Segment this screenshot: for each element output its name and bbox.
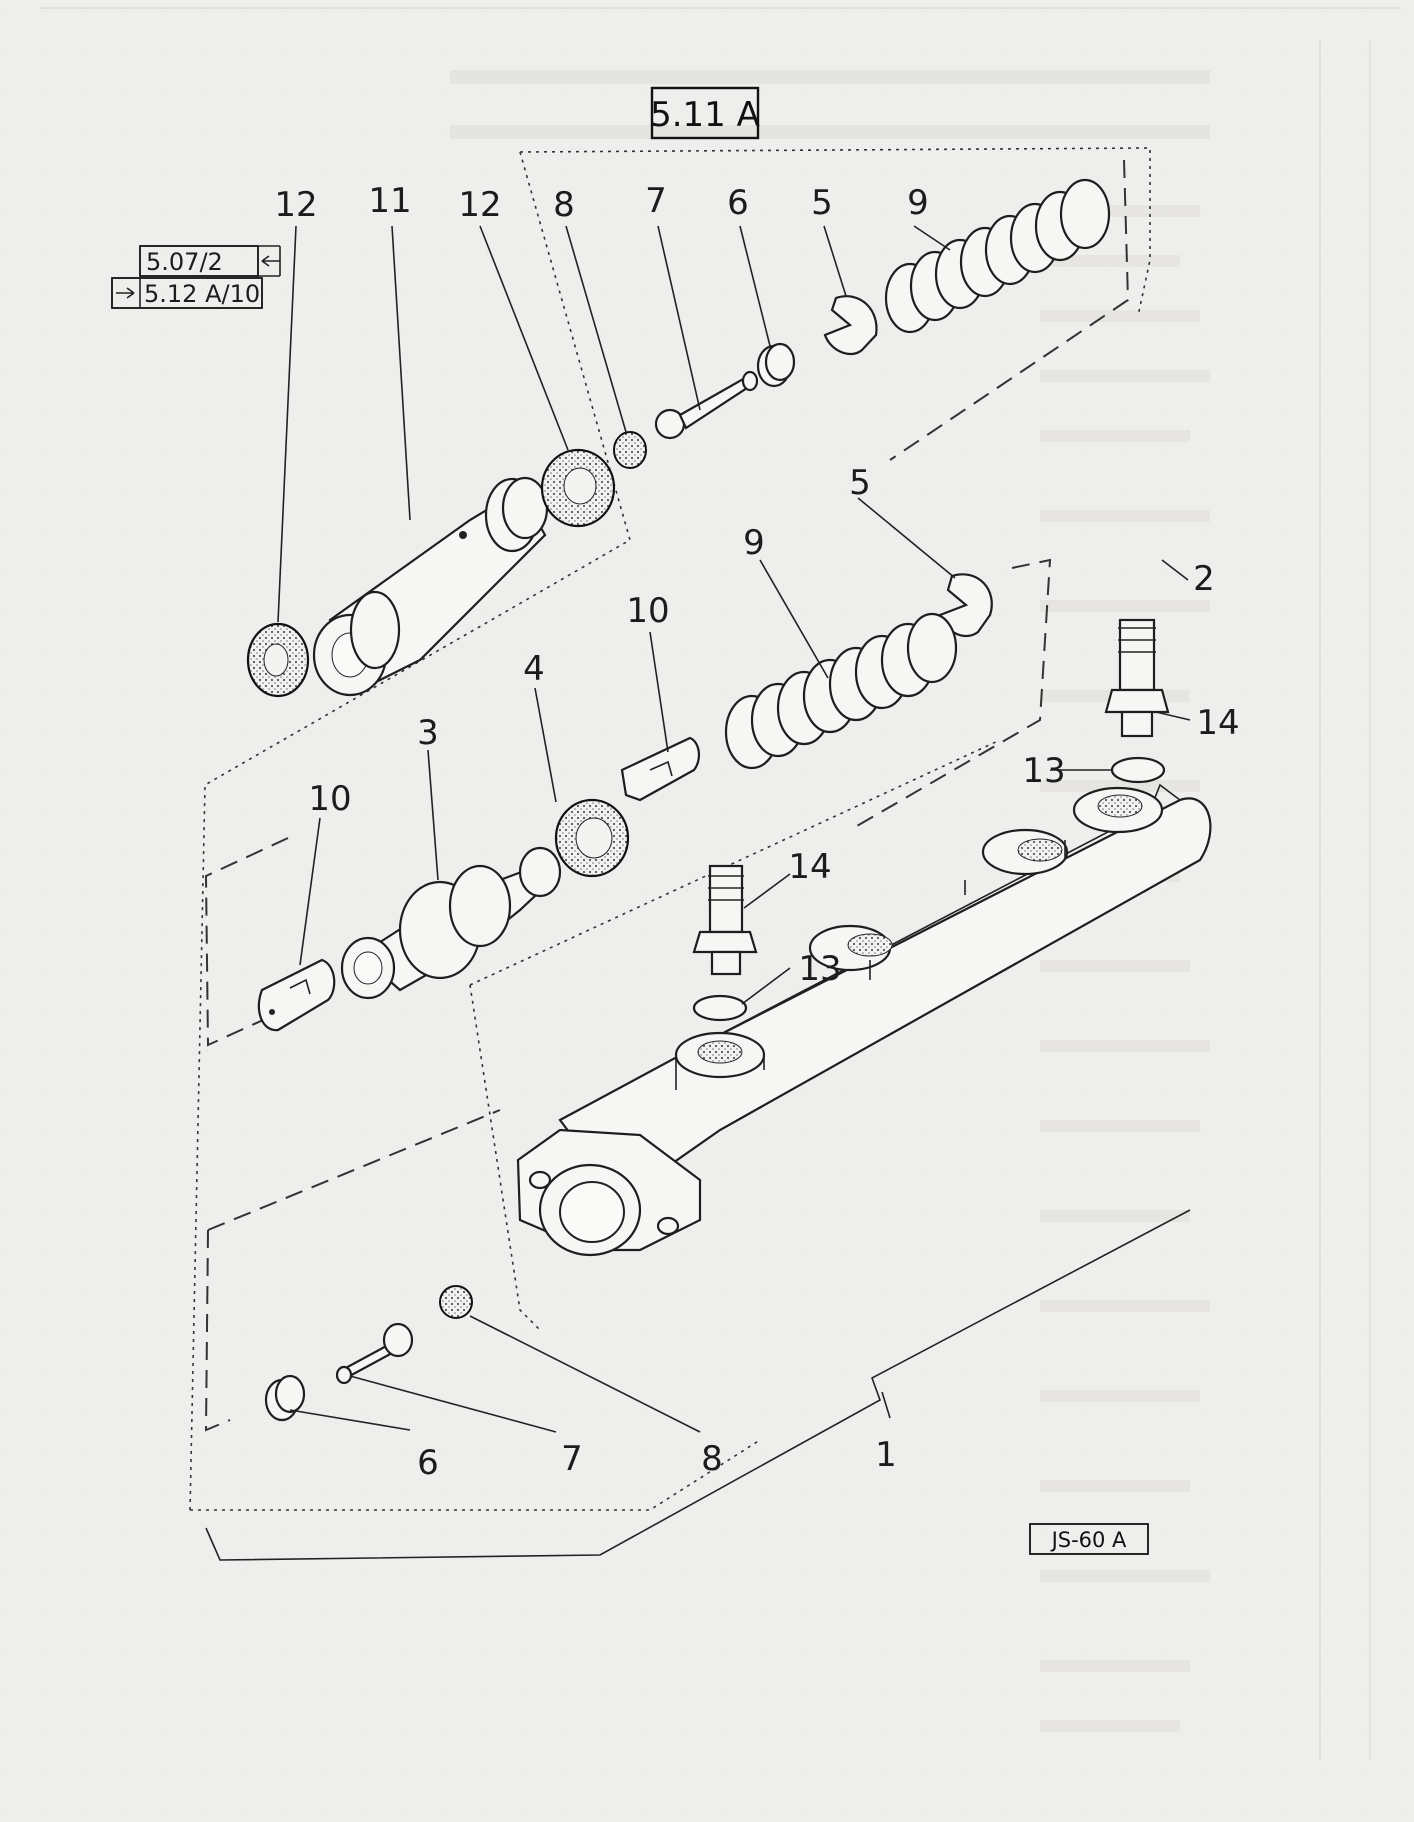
callout-10-lower: 10	[308, 779, 351, 819]
callout-1: 1	[875, 1435, 897, 1475]
part-12-seal-right	[540, 448, 616, 528]
drawing-code-text: JS-60 A	[1050, 1528, 1127, 1552]
cross-ref-in: 5.12 A/10	[144, 280, 260, 308]
callout-11: 11	[368, 181, 411, 221]
part-5-retainer-upper	[823, 295, 878, 356]
callout-5-lower: 5	[849, 463, 871, 503]
callout-14-left: 14	[788, 847, 831, 887]
callout-4: 4	[523, 649, 545, 689]
part-12-seal-left	[246, 622, 310, 698]
part-1-cylinder-body	[516, 783, 1212, 1257]
cross-reference-boxes: 5.07/2 5.12 A/10	[111, 245, 281, 309]
callout-6-upper: 6	[727, 183, 749, 223]
callouts: 12 11 12 8 7 6 5 9 5 2 9 10 4 3 10 14 13…	[274, 181, 1239, 1483]
part-8-seal-upper	[613, 431, 647, 469]
callout-2: 2	[1193, 559, 1215, 599]
part-9-spring-upper	[884, 178, 1111, 334]
part-4-seal	[554, 798, 630, 878]
part-10-clip-upper	[620, 736, 700, 802]
part-14-fitting-right	[1104, 618, 1170, 738]
part-10-clip-lower	[257, 958, 336, 1032]
part-13-washer-right	[1110, 756, 1166, 784]
cross-ref-out: 5.07/2	[146, 248, 223, 276]
callout-14-right: 14	[1196, 703, 1239, 743]
part-3-piston	[340, 846, 562, 1000]
callout-5-upper: 5	[811, 183, 833, 223]
part-7-valve-lower	[335, 1322, 414, 1385]
callout-6-lower: 6	[417, 1443, 439, 1483]
section-title: 5.11 A	[650, 86, 760, 140]
part-11-piston	[312, 476, 549, 697]
part-6-spring-upper	[756, 342, 796, 388]
callout-13-right: 13	[1022, 751, 1065, 791]
callout-9-upper: 9	[907, 183, 929, 223]
leader-lines	[277, 225, 1191, 1433]
part-7-valve-upper	[654, 370, 759, 440]
callout-8-lower: 8	[701, 1439, 723, 1479]
part-8-seal-lower	[439, 1285, 473, 1319]
section-title-text: 5.11 A	[650, 95, 760, 135]
drawing-code: JS-60 A	[1029, 1523, 1149, 1555]
assembly-boundaries	[189, 147, 1191, 1561]
callout-12-left: 12	[274, 185, 317, 225]
part-13-washer-left	[692, 994, 748, 1022]
callout-7-upper: 7	[645, 181, 667, 221]
callout-7-lower: 7	[561, 1439, 583, 1479]
callout-13-left: 13	[798, 949, 841, 989]
part-9-spring-lower	[724, 612, 958, 770]
callout-12-right: 12	[458, 185, 501, 225]
callout-9-lower: 9	[743, 523, 765, 563]
callout-10-upper: 10	[626, 591, 669, 631]
callout-8-upper: 8	[553, 185, 575, 225]
callout-3: 3	[417, 713, 439, 753]
part-14-fitting-left	[692, 864, 758, 976]
